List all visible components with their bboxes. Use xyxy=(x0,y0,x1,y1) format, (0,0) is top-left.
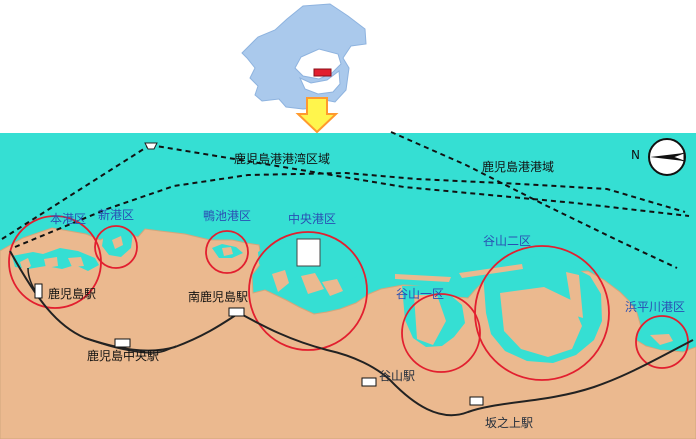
circle-taniyama2 xyxy=(474,245,610,381)
pier-chuo-2 xyxy=(301,273,324,294)
label-inner-port-area: 鹿児島港港湾区域 xyxy=(234,151,330,166)
label-honko: 本港区 xyxy=(50,212,86,226)
circle-chuo xyxy=(248,231,368,351)
pier-chuo-1 xyxy=(272,270,289,292)
pier-hamahirakawa xyxy=(650,334,673,345)
rail-branch xyxy=(84,337,177,354)
label-shinko: 新港区 xyxy=(98,207,134,222)
label-kagoshima-chuo-station: 鹿児島中央駅 xyxy=(87,348,159,363)
inset-bay-channel xyxy=(298,70,341,95)
pier-honko-2 xyxy=(44,257,58,268)
inner-boundary-left xyxy=(1,144,151,240)
outer-boundary-lower xyxy=(14,171,686,248)
breakwater-left xyxy=(395,274,451,282)
pier-honko-3 xyxy=(68,257,84,267)
circle-taniyama1 xyxy=(401,293,481,373)
port-origin-marker xyxy=(144,142,158,150)
pier-shinko xyxy=(112,236,123,249)
pier-taniyama-1 xyxy=(368,300,386,338)
circle-shinko xyxy=(94,225,138,269)
circle-kamoike xyxy=(205,230,249,274)
highlight-marker xyxy=(313,68,332,77)
compass-rose xyxy=(648,138,686,176)
label-chuo: 中央港区 xyxy=(288,211,336,226)
main-map: 鹿児島港港湾区域 鹿児島港港域 本港区 新港区 鴨池港区 中央港区 谷山二区 谷… xyxy=(0,131,696,439)
pier-chuo-3 xyxy=(322,279,343,296)
compass-needle-shadow xyxy=(671,152,685,162)
station-marker-kagoshima xyxy=(34,283,43,299)
inner-boundary-top xyxy=(149,144,690,217)
pier-chuo-building xyxy=(296,238,321,267)
port-boundary-lines xyxy=(1,131,690,269)
label-sakanoue-station: 坂之上駅 xyxy=(485,416,533,430)
pier-taniyama-2-main xyxy=(500,287,582,357)
down-arrow-icon xyxy=(295,97,339,134)
pier-taniyama-1-b xyxy=(414,295,446,345)
station-marker-kagoshima-chuo xyxy=(114,338,131,348)
pier-honko-1 xyxy=(20,258,31,272)
overview-inset-map xyxy=(241,3,367,134)
label-outer-port-area: 鹿児島港港域 xyxy=(482,159,554,174)
label-taniyama2: 谷山二区 xyxy=(483,234,531,248)
label-minami-kagoshima-station: 南鹿児島駅 xyxy=(188,289,248,304)
label-kamoike: 鴨池港区 xyxy=(203,209,251,223)
label-taniyama-station: 谷山駅 xyxy=(379,369,415,383)
station-marker-minami-kagoshima xyxy=(228,307,245,317)
pier-kamoike xyxy=(222,247,233,256)
station-markers xyxy=(34,283,484,406)
label-kagoshima-station: 鹿児島駅 xyxy=(48,286,96,301)
district-circles xyxy=(8,215,689,381)
label-taniyama1: 谷山一区 xyxy=(396,287,444,301)
station-marker-taniyama xyxy=(361,377,377,387)
station-marker-sakanoue xyxy=(469,396,484,406)
compass-north-label: N xyxy=(631,148,640,162)
pier-taniyama-2-arm xyxy=(566,272,583,318)
outer-boundary-upper xyxy=(390,131,678,269)
breakwater-right xyxy=(459,264,523,278)
label-hamahirakawa: 浜平川港区 xyxy=(625,300,685,314)
compass-needle-icon xyxy=(650,153,684,161)
